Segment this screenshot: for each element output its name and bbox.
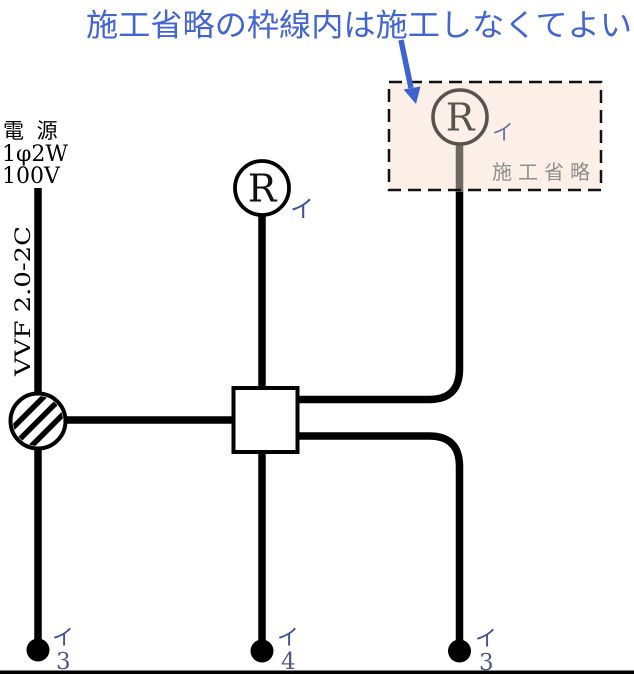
annotation-text: 施工省略の枠線内は施工しなくてよい <box>86 8 632 44</box>
power-source-phase: 1φ2W <box>2 142 68 167</box>
terminal-left-tag: イ <box>52 626 74 651</box>
power-source-voltage: 100V <box>2 164 61 189</box>
omitted-lamp-circle <box>431 88 489 146</box>
omission-label: 施工省略 <box>492 160 596 184</box>
terminal-left-count: 3 <box>56 649 71 674</box>
wire-outletbox-to-lamp-omitted <box>296 190 464 404</box>
cable-type-label: VVF 2.0-2C <box>11 226 35 377</box>
vvf-joint-box <box>8 391 68 451</box>
omitted-lamp-tag: イ <box>492 121 514 146</box>
omission-box: R イ 施工省略 <box>387 80 603 192</box>
terminal-right-count: 3 <box>479 650 494 674</box>
lamp-letter: R <box>248 167 278 211</box>
lamp-receptacle-center: R イ <box>233 159 314 223</box>
switch-terminal-right <box>448 639 471 663</box>
wires <box>34 188 464 651</box>
omitted-lamp-letter: R <box>446 96 476 140</box>
switch-terminal-left <box>26 638 50 662</box>
power-source-name: 電 源 <box>3 119 61 143</box>
wire-outletbox-to-switch-right <box>296 432 464 651</box>
omission-box-border <box>387 80 603 192</box>
terminal-right-tag: イ <box>475 627 497 652</box>
joint-box-hatch <box>13 396 63 446</box>
switch-terminals <box>26 638 471 663</box>
lamp-receptacle-omitted: R イ <box>431 88 514 146</box>
terminal-middle-count: 4 <box>281 649 296 674</box>
annotation-arrow <box>398 39 421 104</box>
power-source-label: 電 源 1φ2W 100V <box>2 119 68 189</box>
page-bottom-border <box>0 670 634 674</box>
switch-terminal-middle <box>250 639 274 663</box>
lamp-tag: イ <box>290 195 314 223</box>
outlet-box <box>231 386 300 454</box>
terminal-middle-tag: イ <box>277 626 299 651</box>
lamp-circle <box>233 159 291 217</box>
omission-box-fill <box>389 82 601 190</box>
terminal-labels: イ 3 イ 4 イ 3 <box>52 626 497 674</box>
